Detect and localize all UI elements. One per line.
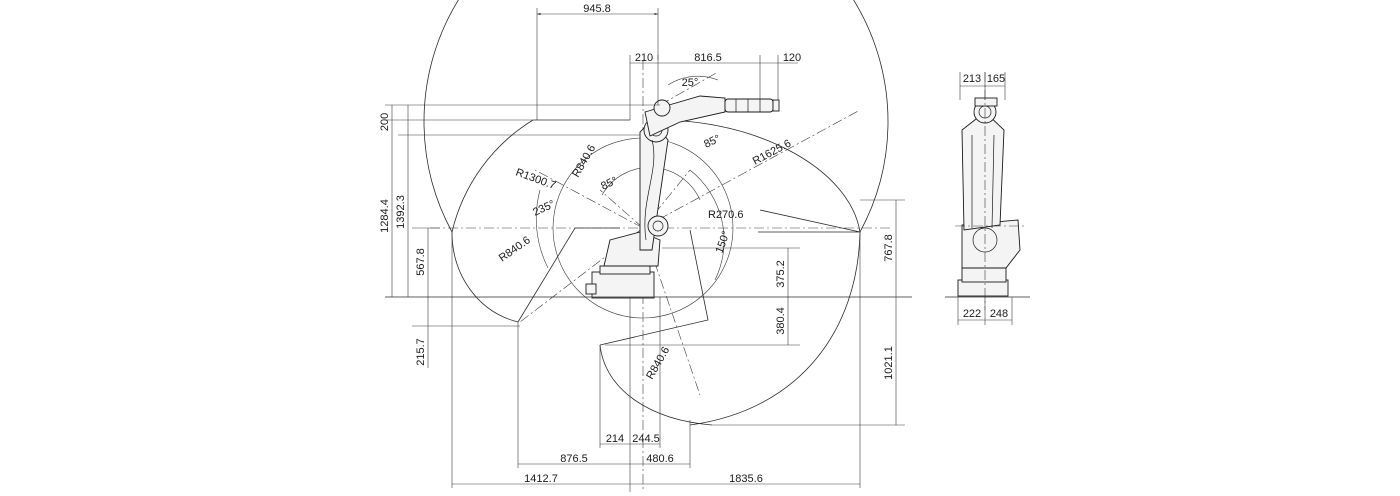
dim-767: 767.8 [883,234,895,262]
dims-side: 213 165 222 248 [957,72,1013,325]
robot-base [591,271,655,299]
dim-214: 214 [606,433,624,445]
radius-840-lower: R840.6 [644,345,672,382]
dim-1835: 1835.6 [729,473,763,485]
robot-front-view [585,95,780,299]
left-lower-arc [451,231,519,323]
radius-270: R270.6 [708,209,743,221]
robot-upper-arm [644,95,726,137]
right-tip-wedge [758,209,861,233]
angle-85-upper: 85° [702,133,722,151]
dims-inner: 375.2 380.4 [605,247,800,346]
dim-945: 945.8 [583,3,611,15]
dim-215: 215.7 [415,338,427,366]
outer-reach-arc [423,0,889,233]
dim-375: 375.2 [775,260,787,288]
radius-840-left: R840.6 [497,234,533,264]
dim-213: 213 [963,73,981,85]
dim-222: 222 [963,308,981,320]
dim-120: 120 [783,52,801,64]
dims-right: 767.8 1021.1 [712,199,905,426]
dim-1021: 1021.1 [883,346,895,380]
dim-1412: 1412.7 [524,473,558,485]
dim-244: 244.5 [632,433,660,445]
dim-248: 248 [990,308,1008,320]
dim-200: 200 [379,113,391,131]
angle-150-arc [689,169,725,281]
dim-1392: 1392.3 [395,195,407,229]
robot-flange [772,99,780,112]
dim-876: 876.5 [560,453,588,465]
radius-840-upper: R840.6 [570,143,598,180]
angle-235-arc [535,189,549,269]
dims-top: 945.8 210 816.5 120 25° [536,3,801,120]
angle-85-mid: 85° [599,175,619,193]
lower-reach-arc [689,231,861,426]
dim-567: 567.8 [415,248,427,276]
angle-25: 25° [682,77,699,89]
inner-left-arc [451,119,534,233]
side-arm [961,111,1005,231]
dims-bottom: 214 244.5 876.5 480.6 1412.7 1835.6 [451,232,861,492]
dim-480: 480.6 [646,453,674,465]
angle-235: 235° [531,198,557,218]
dim-210: 210 [635,52,653,64]
dim-816: 816.5 [694,52,722,64]
inner-right-wedge [599,229,709,346]
dim-380: 380.4 [775,307,787,335]
dim-1284: 1284.4 [379,199,391,233]
inner-bottom-arc [599,344,713,426]
robot-forearm [724,98,774,113]
dim-165: 165 [987,73,1005,85]
dims-left: 200 1284.4 1392.3 567.8 215.7 [379,104,660,368]
robot-side-view [955,72,1025,310]
inner-right-arc [657,119,861,233]
